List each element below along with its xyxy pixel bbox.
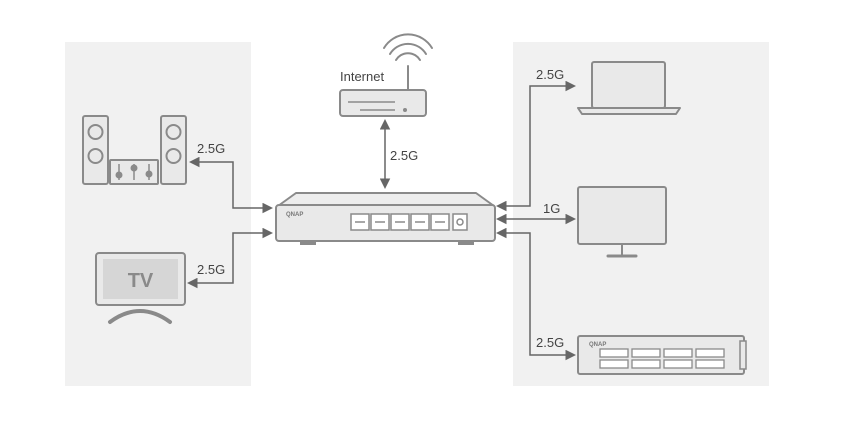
tv-icon (95, 252, 186, 324)
nas-brand-label: QNAP (589, 342, 606, 348)
switch-brand-label: QNAP (286, 212, 303, 218)
nas-drive-bays (599, 348, 725, 369)
tv-speed-label: 2.5G (197, 262, 225, 277)
monitor-speed-label: 1G (543, 201, 560, 216)
laptop-icon (577, 61, 681, 115)
wifi-icon (383, 33, 433, 91)
speakers-icon (82, 115, 187, 185)
tv-screen-text: TV (128, 270, 154, 292)
monitor-icon (577, 186, 667, 258)
rackmount-nas-icon: QNAP (577, 335, 747, 375)
left-panel (65, 42, 251, 386)
nas-connection (496, 227, 576, 361)
nas-speed-label: 2.5G (536, 335, 564, 350)
router-icon (339, 89, 427, 117)
switch-ports (350, 213, 468, 231)
laptop-connection (496, 80, 576, 212)
tv-connection (187, 227, 273, 289)
internet-label: Internet (340, 69, 384, 84)
speakers-connection (189, 156, 273, 214)
laptop-speed-label: 2.5G (536, 67, 564, 82)
speakers-speed-label: 2.5G (197, 141, 225, 156)
uplink-speed-label: 2.5G (390, 148, 418, 163)
network-switch-icon: QNAP (275, 192, 496, 245)
